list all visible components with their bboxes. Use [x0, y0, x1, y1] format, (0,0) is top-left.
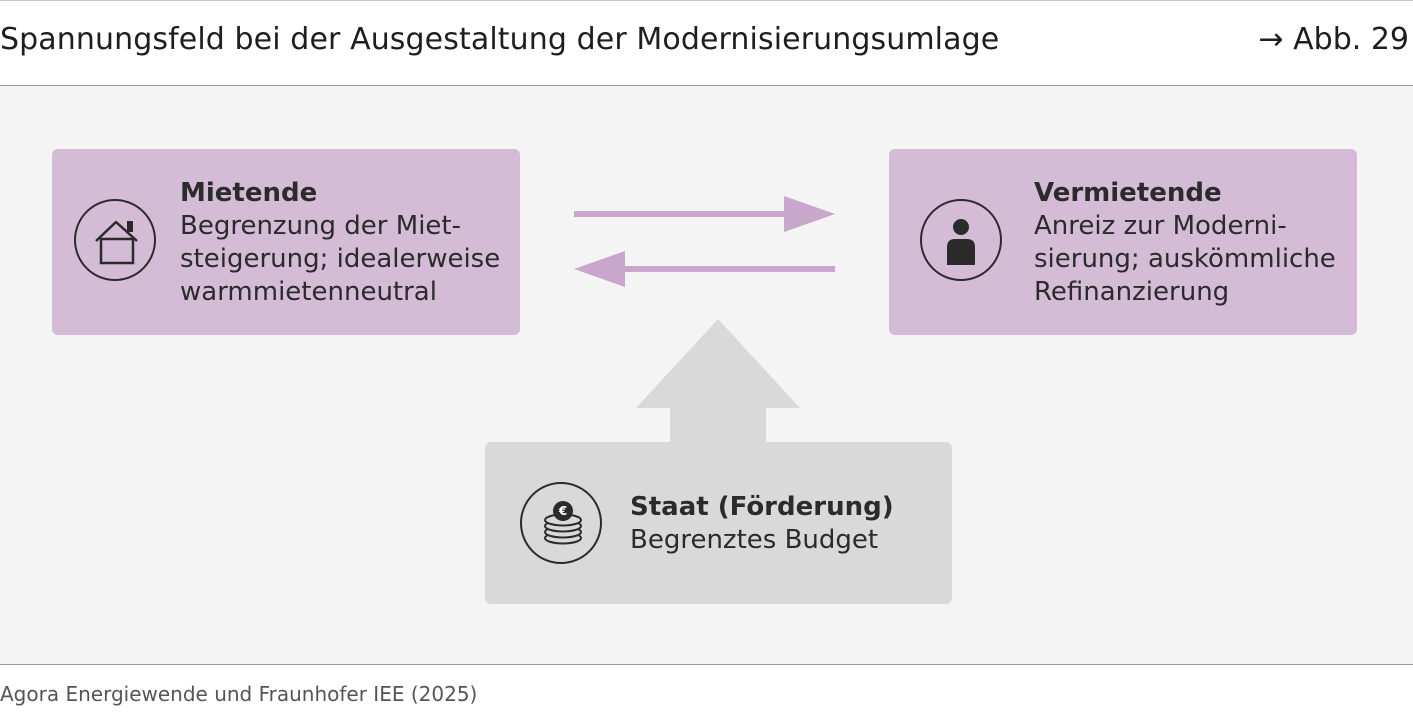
state-line-1: Begrenztes Budget	[630, 525, 879, 555]
euro-symbol: €	[558, 504, 567, 518]
figure-header: Spannungsfeld bei der Ausgestaltung der …	[0, 18, 1413, 66]
source-note: Agora Energiewende und Fraunhofer IEE (2…	[0, 682, 478, 706]
landlords-box: Vermietende Anreiz zur Moderni- sierung;…	[889, 149, 1357, 335]
euro-coins-icon: €	[520, 482, 602, 564]
landlords-line-2: sierung; auskömmliche	[1034, 244, 1336, 274]
arrow-left	[574, 251, 835, 287]
footer-divider	[0, 664, 1413, 665]
tenants-box: Mietende Begrenzung der Miet- steigerung…	[52, 149, 520, 335]
diagram-panel: Mietende Begrenzung der Miet- steigerung…	[0, 86, 1413, 664]
figure-reference: → Abb. 29	[1258, 22, 1409, 57]
landlords-line-1: Anreiz zur Moderni-	[1034, 211, 1287, 241]
state-text: Staat (Förderung) Begrenztes Budget	[630, 491, 894, 557]
arrow-up-state	[636, 319, 800, 446]
header-divider	[0, 85, 1413, 86]
tenants-title: Mietende	[180, 178, 318, 208]
tenants-line-1: Begrenzung der Miet-	[180, 211, 461, 241]
diagram-arrows	[574, 196, 835, 446]
tenants-line-2: steigerung; idealerweise	[180, 244, 501, 274]
landlords-text: Vermietende Anreiz zur Moderni- sierung;…	[1034, 177, 1336, 309]
figure-title: Spannungsfeld bei der Ausgestaltung der …	[0, 22, 1000, 57]
tenants-line-3: warmmietenneutral	[180, 277, 437, 307]
state-title: Staat (Förderung)	[630, 492, 894, 522]
state-box: € Staat (Förderung) Begrenztes Budget	[485, 442, 952, 604]
top-border	[0, 0, 1413, 1]
house-icon	[74, 199, 156, 281]
arrow-right	[574, 196, 835, 232]
person-icon	[920, 199, 1002, 281]
landlords-line-3: Refinanzierung	[1034, 277, 1230, 307]
landlords-title: Vermietende	[1034, 178, 1222, 208]
tenants-text: Mietende Begrenzung der Miet- steigerung…	[180, 177, 500, 309]
